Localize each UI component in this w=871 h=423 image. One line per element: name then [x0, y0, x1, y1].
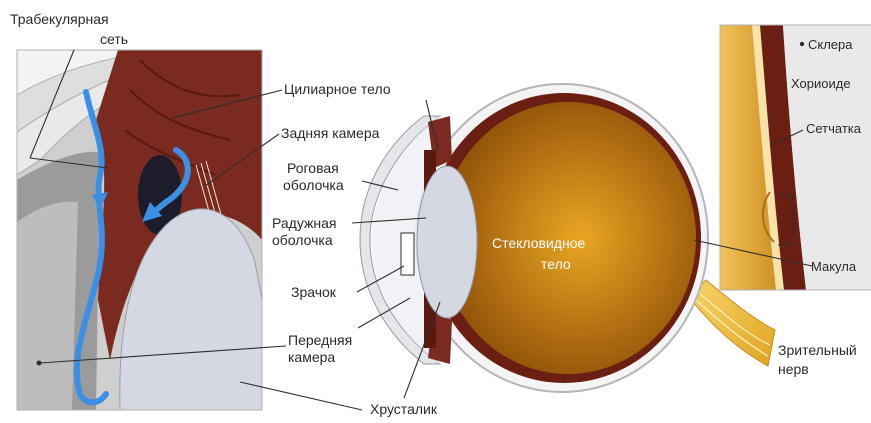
label-lens: Хрусталик	[370, 401, 438, 417]
label-posterior-chamber: Задняя камера	[281, 125, 380, 141]
sclera-bullet-icon	[800, 42, 804, 46]
eye-lens	[417, 166, 477, 318]
label-trabecular-line1: Трабекулярная	[10, 11, 109, 27]
label-retina: Сетчатка	[806, 121, 862, 136]
label-vitreous-line2: тело	[541, 256, 571, 272]
label-anterior-chamber-line2: камера	[288, 349, 335, 365]
label-cornea-line2: оболочка	[283, 177, 344, 193]
label-optic-nerve-line2: нерв	[778, 361, 809, 377]
label-anterior-chamber-line1: Передняя	[288, 332, 352, 348]
label-iris-line2: оболочка	[272, 232, 333, 248]
optic-nerve	[688, 280, 775, 366]
label-trabecular-line2: сеть	[100, 31, 128, 47]
label-macula: Макула	[811, 259, 857, 274]
label-optic-nerve-line1: Зрительный	[778, 342, 857, 358]
label-sclera: Склера	[808, 37, 853, 52]
label-pupil: Зрачок	[291, 284, 337, 300]
label-vitreous-line1: Стекловидное	[492, 235, 585, 251]
label-choroid: Хориоиде	[791, 76, 851, 91]
label-cornea-line1: Роговая	[287, 160, 339, 176]
left-inset-lower-cornea-inner	[17, 202, 78, 410]
label-iris-line1: Радужная	[272, 215, 336, 231]
pupil-marker	[401, 233, 414, 275]
label-ciliary-body: Цилиарное тело	[284, 81, 391, 97]
